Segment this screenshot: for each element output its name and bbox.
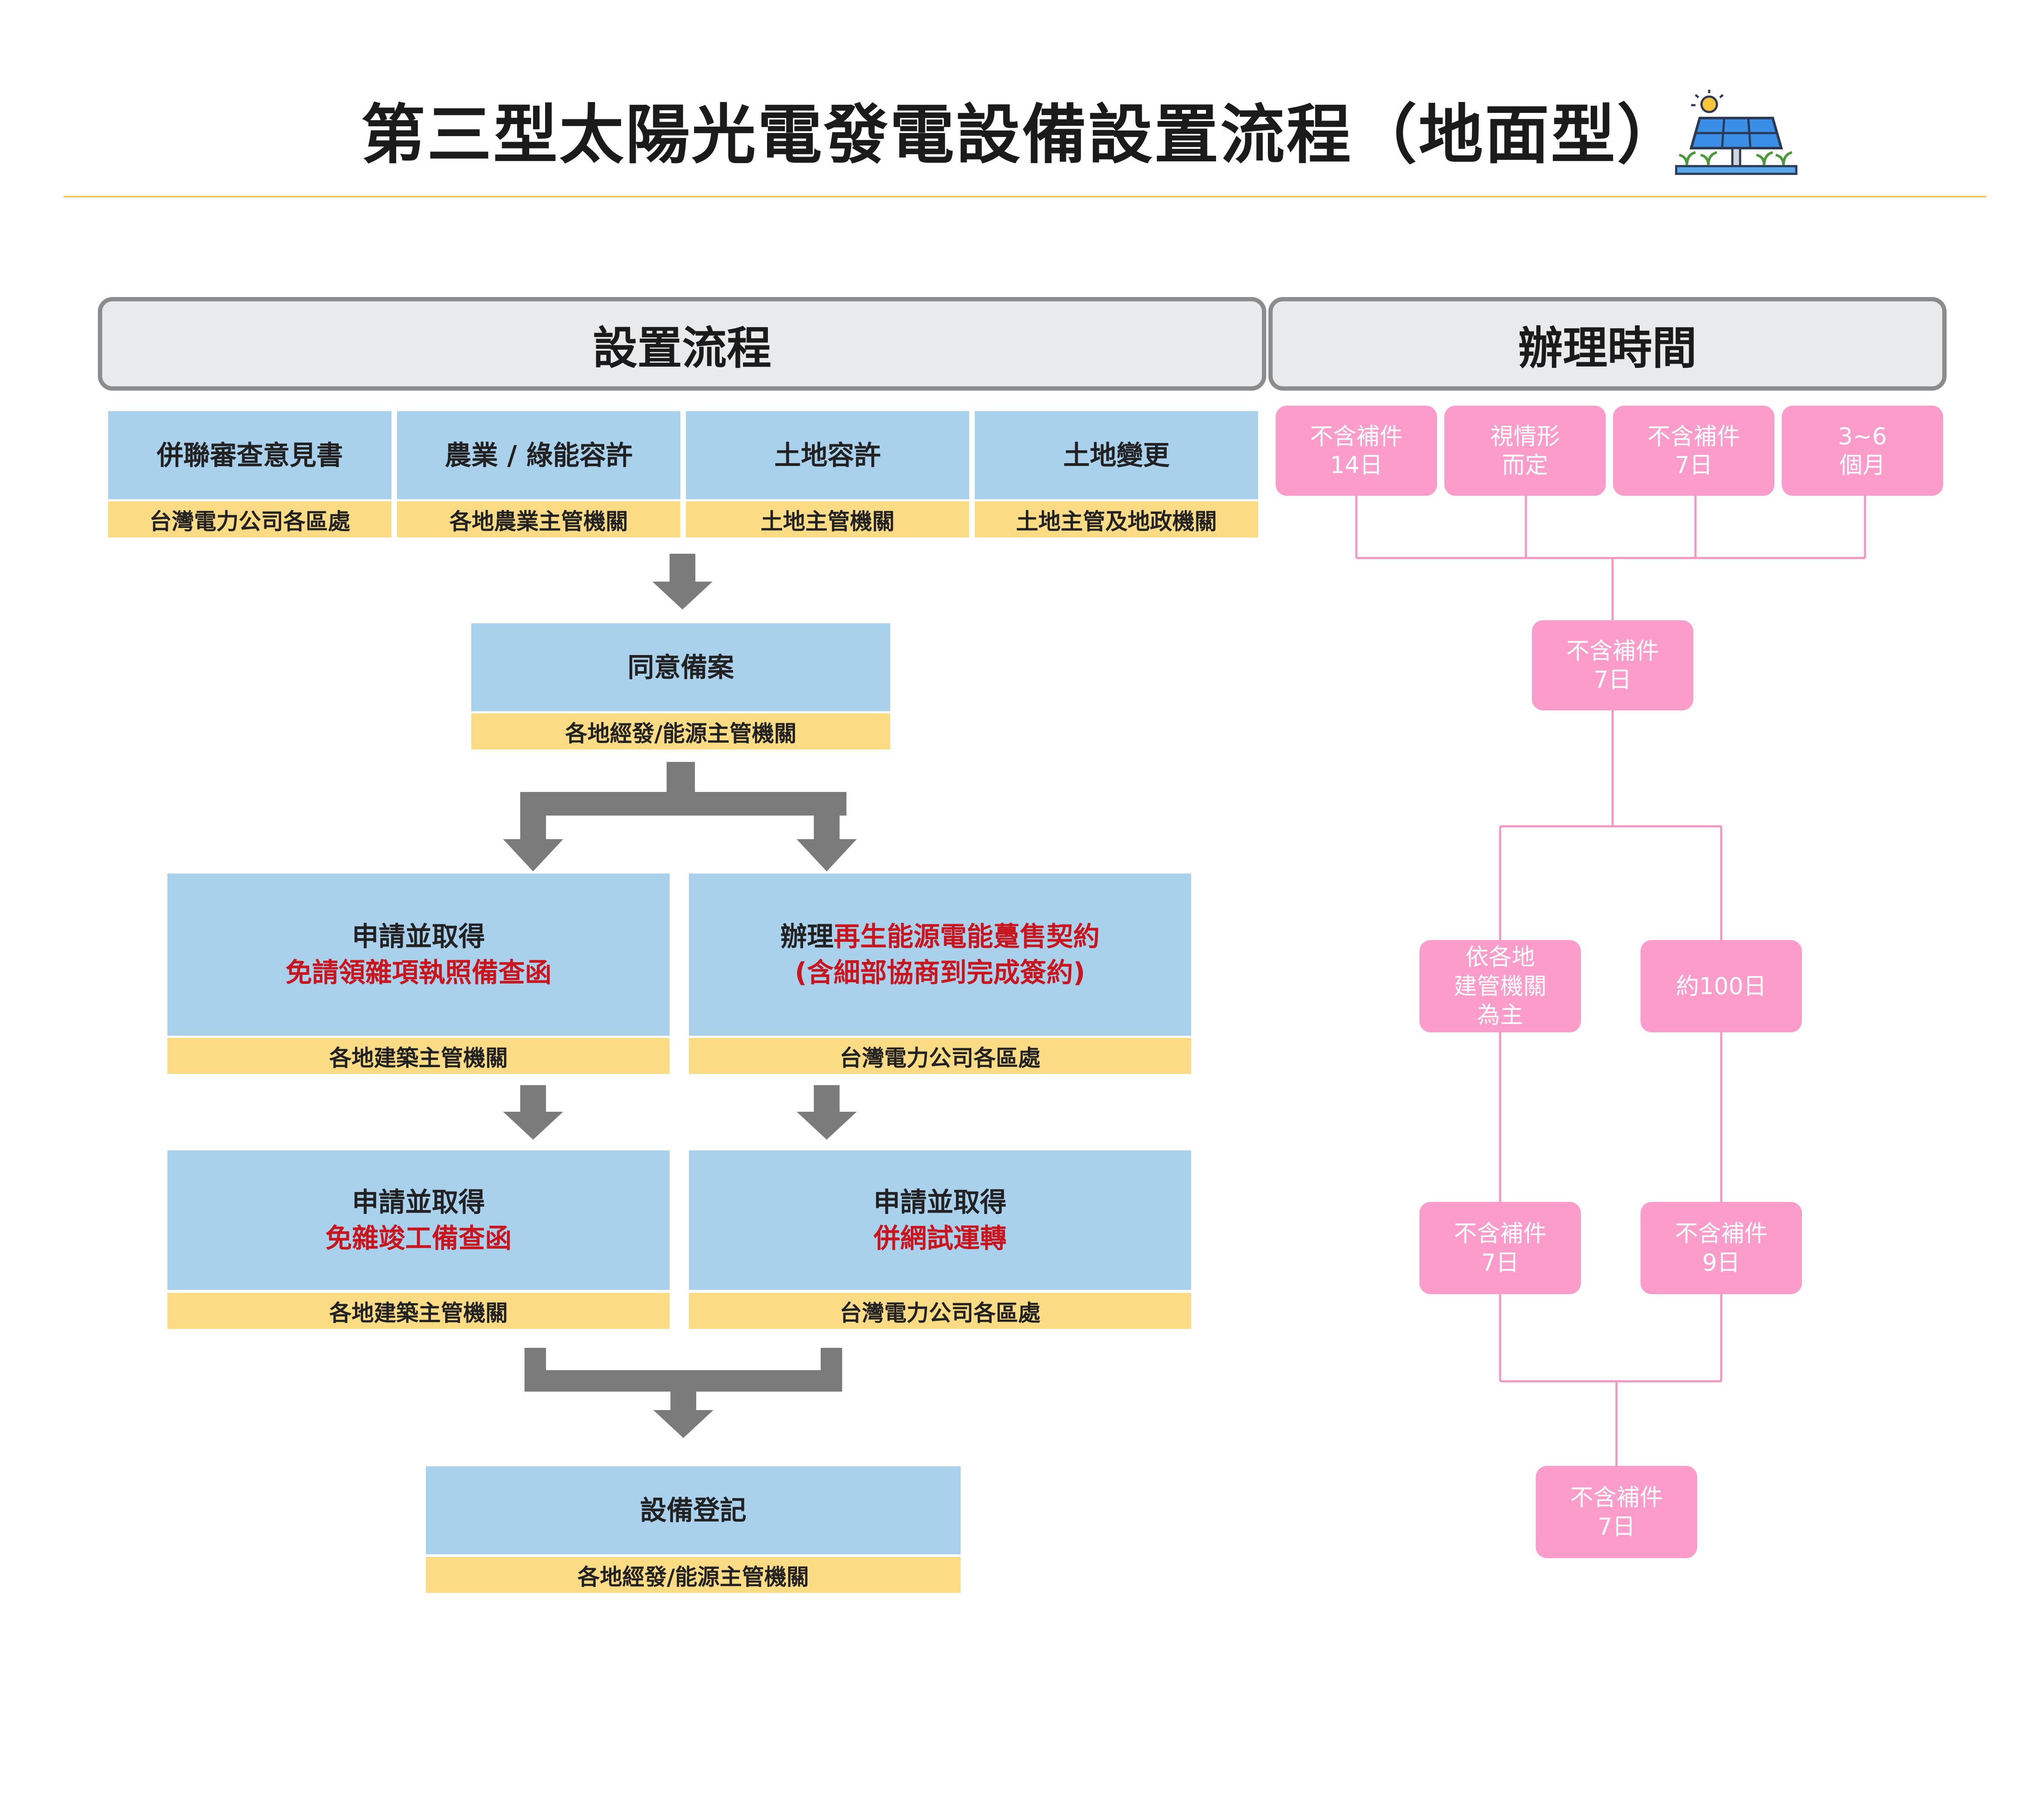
time-text: 9日 — [1702, 1249, 1741, 1276]
step-highlight: 併網試運轉 — [873, 1222, 1007, 1254]
agency-band: 各地經發/能源主管機關 — [471, 713, 890, 749]
time-box: 依各地 建管機關 為主 — [1419, 940, 1581, 1032]
time-text: 為主 — [1477, 1001, 1523, 1029]
process-header: 設置流程 — [98, 297, 1266, 391]
step-label: 申請並取得 — [352, 921, 485, 952]
agency-band: 台灣電力公司各區處 — [689, 1038, 1191, 1074]
time-text: 依各地 — [1465, 943, 1535, 971]
time-text: 視情形 — [1490, 422, 1560, 450]
agency-band: 台灣電力公司各區處 — [108, 501, 391, 537]
step-land-permit: 土地容許 — [686, 411, 969, 499]
agency-band: 台灣電力公司各區處 — [689, 1293, 1191, 1329]
agency-band: 各地經發/能源主管機關 — [426, 1557, 961, 1593]
time-box: 約100日 — [1641, 940, 1802, 1032]
time-text: 14日 — [1330, 452, 1383, 479]
step-equipment-registration: 設備登記 — [426, 1466, 961, 1554]
step-land-change: 土地變更 — [975, 411, 1258, 499]
time-header: 辦理時間 — [1268, 297, 1947, 391]
agency-label: 台灣電力公司各區處 — [149, 509, 350, 535]
step-label: 申請並取得 — [873, 1186, 1007, 1218]
step-grid-trial-run: 申請並取得 併網試運轉 — [689, 1150, 1191, 1290]
step-label: 辦理再生能源電能躉售契約 — [780, 919, 1100, 955]
time-box: 不含補件 7日 — [1536, 1466, 1697, 1558]
time-box: 不含補件 9日 — [1641, 1202, 1802, 1294]
agency-band: 各地建築主管機關 — [167, 1038, 670, 1074]
time-text: 不含補件 — [1675, 1220, 1768, 1247]
time-connectors — [1355, 494, 1866, 1468]
agency-band: 土地主管機關 — [686, 501, 969, 537]
process-header-label: 設置流程 — [592, 322, 771, 374]
agency-label: 各地經發/能源主管機關 — [577, 1564, 809, 1590]
step-grid-review: 併聯審查意見書 — [108, 411, 391, 499]
step-prefix: 辦理 — [780, 921, 834, 952]
time-text: 個月 — [1839, 452, 1886, 479]
step-label: 設備登記 — [640, 1494, 746, 1526]
time-text: 3~6 — [1838, 422, 1887, 450]
agency-label: 各地建築主管機關 — [329, 1300, 508, 1326]
step-consent-filing: 同意備案 — [471, 623, 890, 711]
agency-label: 台灣電力公司各區處 — [839, 1300, 1040, 1326]
step-completion-exemption: 申請並取得 免雜竣工備查函 — [167, 1150, 670, 1290]
time-box: 不含補件 14日 — [1276, 406, 1437, 496]
flow-arrows — [503, 554, 857, 1438]
step-highlight: 免雜竣工備查函 — [325, 1222, 512, 1254]
agency-band: 土地主管及地政機關 — [975, 501, 1258, 537]
time-text: 約100日 — [1676, 972, 1767, 1000]
agency-label: 台灣電力公司各區處 — [839, 1045, 1040, 1071]
agency-band: 各地建築主管機關 — [167, 1293, 670, 1329]
time-text: 不含補件 — [1454, 1220, 1547, 1247]
page-title: 第三型太陽光電發電設備設置流程（地面型） — [0, 99, 2044, 172]
step-misc-license-exemption: 申請並取得 免請領雜項執照備查函 — [167, 874, 670, 1036]
time-text: 不含補件 — [1647, 422, 1740, 450]
step-feed-in-contract: 辦理再生能源電能躉售契約 (含細部協商到完成簽約) — [689, 874, 1191, 1036]
step-highlight: (含細部協商到完成簽約) — [795, 957, 1086, 988]
time-text: 7日 — [1597, 1513, 1636, 1540]
time-text: 建管機關 — [1454, 972, 1547, 1000]
agency-band: 各地農業主管機關 — [397, 501, 680, 537]
agency-label: 土地主管機關 — [760, 509, 895, 535]
time-text: 7日 — [1593, 666, 1632, 693]
time-text: 7日 — [1481, 1249, 1519, 1276]
step-highlight: 免請領雜項執照備查函 — [285, 957, 552, 988]
time-box: 3~6 個月 — [1782, 406, 1943, 496]
time-text: 而定 — [1502, 452, 1548, 479]
agency-label: 各地建築主管機關 — [329, 1045, 508, 1071]
step-label: 土地變更 — [1063, 439, 1170, 471]
time-box: 視情形 而定 — [1444, 406, 1606, 496]
step-label: 同意備案 — [627, 651, 734, 683]
step-agri-permit: 農業 / 綠能容許 — [397, 411, 680, 499]
time-box: 不含補件 7日 — [1613, 406, 1774, 496]
time-header-label: 辦理時間 — [1518, 322, 1697, 374]
title-divider — [64, 196, 1986, 197]
time-text: 7日 — [1674, 452, 1713, 479]
step-label: 土地容許 — [774, 439, 881, 471]
page-title-text: 第三型太陽光電發電設備設置流程（地面型） — [361, 98, 1683, 173]
solar-panel-icon — [1675, 90, 1798, 175]
agency-label: 土地主管及地政機關 — [1016, 509, 1217, 535]
time-text: 不含補件 — [1566, 637, 1659, 664]
agency-label: 各地經發/能源主管機關 — [565, 721, 797, 747]
agency-label: 各地農業主管機關 — [449, 509, 628, 535]
step-label: 申請並取得 — [352, 1186, 485, 1218]
time-box: 不含補件 7日 — [1419, 1202, 1581, 1294]
step-label: 併聯審查意見書 — [156, 439, 343, 471]
time-box: 不含補件 7日 — [1532, 620, 1693, 710]
time-text: 不含補件 — [1570, 1484, 1663, 1511]
step-label: 農業 / 綠能容許 — [445, 439, 633, 471]
step-highlight: 再生能源電能躉售契約 — [834, 921, 1100, 952]
time-text: 不含補件 — [1310, 422, 1403, 450]
